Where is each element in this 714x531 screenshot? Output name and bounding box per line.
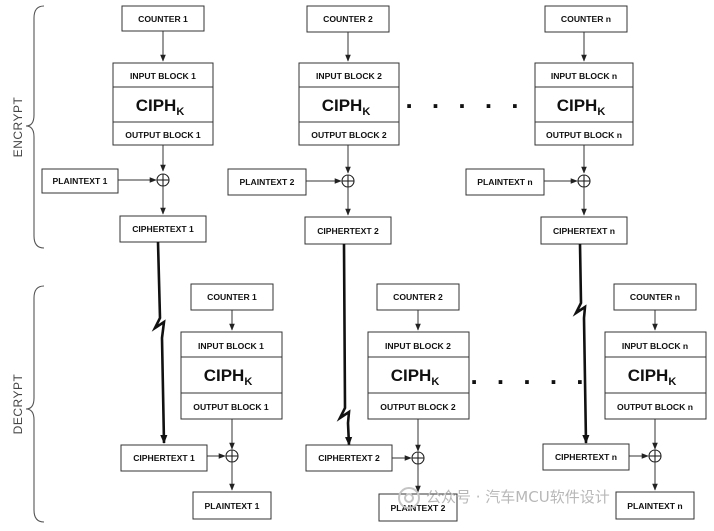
plaintext-box bbox=[465, 168, 545, 196]
ciphertext-box bbox=[120, 444, 208, 472]
plaintext-label: PLAINTEXT 1 bbox=[53, 176, 108, 186]
output-block-label: OUTPUT BLOCK 2 bbox=[311, 130, 387, 140]
transmission-line-1 bbox=[151, 241, 168, 444]
transmission-line-2 bbox=[336, 243, 353, 446]
cipher-block bbox=[367, 331, 470, 420]
encrypt-counter-label: COUNTER n bbox=[561, 14, 611, 24]
input-block-label: INPUT BLOCK 1 bbox=[130, 71, 196, 81]
decrypt-ellipsis: . . . . . bbox=[470, 360, 589, 390]
xor-icon bbox=[156, 173, 170, 187]
encrypt-counter-box bbox=[306, 5, 390, 33]
decrypt-column-n: COUNTER n INPUT BLOCK n CIPHK OUTPUT BLO… bbox=[542, 283, 707, 520]
input-block-label: INPUT BLOCK 1 bbox=[198, 341, 264, 351]
decrypt-counter-box bbox=[190, 283, 274, 311]
plaintext-label: PLAINTEXT n bbox=[477, 177, 532, 187]
xor-icon bbox=[411, 451, 425, 465]
watermark: 公众号 · 汽车MCU软件设计 bbox=[398, 486, 610, 509]
ciphertext-box bbox=[542, 443, 630, 471]
xor-icon bbox=[648, 449, 662, 463]
plaintext-label: PLAINTEXT 2 bbox=[240, 177, 295, 187]
ciphertext-label: CIPHERTEXT 2 bbox=[318, 453, 380, 463]
encrypt-counter-box bbox=[544, 5, 628, 33]
cipher-block bbox=[112, 62, 214, 146]
ciphertext-label: CIPHERTEXT n bbox=[555, 452, 617, 462]
plaintext-label: PLAINTEXT n bbox=[627, 501, 682, 511]
cipher-label: CIPHK bbox=[557, 96, 606, 118]
xor-icon bbox=[225, 449, 239, 463]
cipher-label: CIPHK bbox=[204, 366, 253, 388]
input-block-label: INPUT BLOCK n bbox=[622, 341, 688, 351]
cipher-block bbox=[298, 62, 400, 146]
input-block-label: INPUT BLOCK n bbox=[551, 71, 617, 81]
input-block-label: INPUT BLOCK 2 bbox=[316, 71, 382, 81]
ciphertext-label: CIPHERTEXT 2 bbox=[317, 226, 379, 236]
decrypt-column-1: COUNTER 1 INPUT BLOCK 1 CIPHK OUTPUT BLO… bbox=[120, 283, 283, 520]
xor-icon bbox=[341, 174, 355, 188]
cipher-block bbox=[604, 331, 707, 420]
encrypt-counter-label: COUNTER 2 bbox=[323, 14, 373, 24]
cipher-label: CIPHK bbox=[628, 366, 677, 388]
wechat-logo-icon bbox=[398, 486, 420, 509]
input-block-label: INPUT BLOCK 2 bbox=[385, 341, 451, 351]
encrypt-column-2: COUNTER 2 INPUT BLOCK 2 CIPHK OUTPUT BLO… bbox=[227, 5, 400, 245]
output-block-label: OUTPUT BLOCK 1 bbox=[125, 130, 201, 140]
output-block-label: OUTPUT BLOCK n bbox=[546, 130, 622, 140]
plaintext-box bbox=[192, 491, 272, 520]
decrypt-column-2: COUNTER 2 INPUT BLOCK 2 CIPHK OUTPUT BLO… bbox=[305, 283, 470, 522]
cipher-block bbox=[180, 331, 283, 420]
encrypt-column-1: COUNTER 1 INPUT BLOCK 1 CIPHK OUTPUT BLO… bbox=[41, 5, 214, 243]
decrypt-counter-label: COUNTER n bbox=[630, 292, 680, 302]
encrypt-brace bbox=[25, 5, 45, 249]
output-block-label: OUTPUT BLOCK 2 bbox=[380, 402, 456, 412]
plaintext-box bbox=[615, 491, 695, 520]
plaintext-label: PLAINTEXT 2 bbox=[391, 503, 446, 513]
plaintext-box bbox=[227, 168, 307, 196]
ciphertext-label: CIPHERTEXT n bbox=[553, 226, 615, 236]
output-block-label: OUTPUT BLOCK 1 bbox=[193, 402, 269, 412]
ciphertext-label: CIPHERTEXT 1 bbox=[132, 224, 194, 234]
xor-icon bbox=[577, 174, 591, 188]
plaintext-label: PLAINTEXT 1 bbox=[205, 501, 260, 511]
transmission-line-n bbox=[572, 243, 590, 444]
cipher-label: CIPHK bbox=[391, 366, 440, 388]
encrypt-counter-label: COUNTER 1 bbox=[138, 14, 188, 24]
plaintext-box bbox=[41, 168, 119, 194]
decrypt-counter-box bbox=[376, 283, 460, 311]
encrypt-label: ENCRYPT bbox=[11, 97, 25, 158]
ciphertext-box bbox=[540, 216, 628, 245]
cipher-label: CIPHK bbox=[322, 96, 371, 118]
ciphertext-box bbox=[304, 216, 392, 245]
decrypt-counter-label: COUNTER 2 bbox=[393, 292, 443, 302]
encrypt-column-n: COUNTER n INPUT BLOCK n CIPHK OUTPUT BLO… bbox=[465, 5, 634, 245]
decrypt-counter-box bbox=[613, 283, 697, 311]
output-block-label: OUTPUT BLOCK n bbox=[617, 402, 693, 412]
ciphertext-box bbox=[119, 215, 207, 243]
watermark-text: 公众号 · 汽车MCU软件设计 bbox=[426, 488, 610, 506]
decrypt-brace bbox=[25, 285, 45, 523]
decrypt-counter-label: COUNTER 1 bbox=[207, 292, 257, 302]
cipher-label: CIPHK bbox=[136, 96, 185, 118]
decrypt-label: DECRYPT bbox=[11, 374, 25, 435]
ciphertext-label: CIPHERTEXT 1 bbox=[133, 453, 195, 463]
encrypt-counter-box bbox=[121, 5, 205, 32]
encrypt-ellipsis: . . . . . bbox=[405, 84, 524, 114]
